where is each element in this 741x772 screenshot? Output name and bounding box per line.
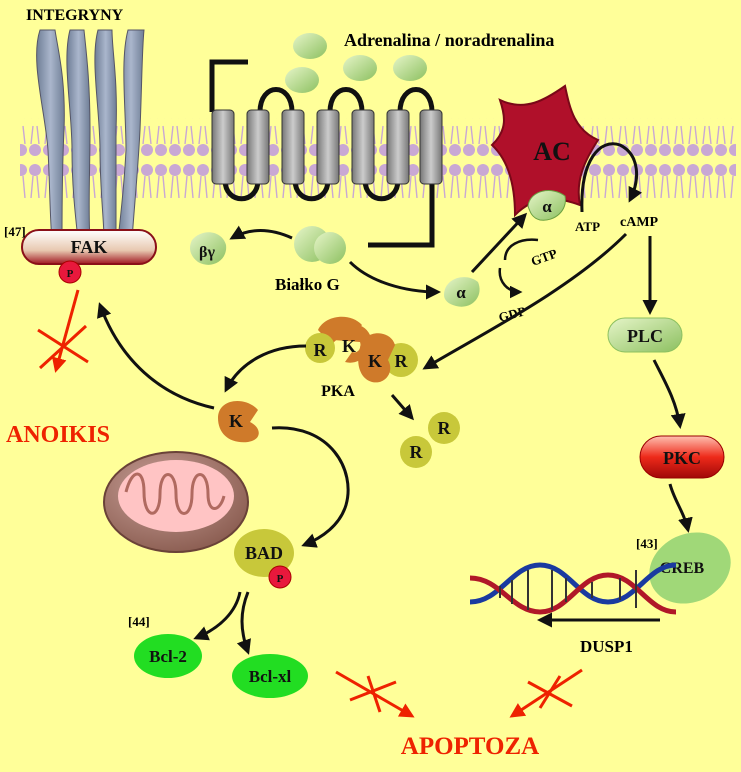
bcl2-label: Bcl-2 — [149, 647, 187, 666]
k-to-bad-arrow — [271, 426, 350, 548]
camp-to-pka-arrow — [422, 232, 628, 370]
bad-to-bcl2-arrow — [193, 591, 242, 641]
alpha-subunit-free: α — [444, 277, 480, 307]
pka-k1-label: K — [342, 336, 356, 356]
k-to-fak-arrow — [97, 302, 215, 410]
free-regulatory-subunits: R R — [400, 412, 460, 468]
pka-r2-label: R — [395, 351, 409, 371]
g-protein-label: Białko G — [275, 275, 340, 294]
dna-helix — [469, 562, 677, 615]
plc-node: PLC — [607, 317, 683, 353]
apoptosis-inhibition-left — [335, 670, 415, 718]
alpha-to-ac-arrow — [470, 212, 528, 274]
anoikis-inhibition-mark — [37, 289, 89, 373]
adenylyl-cyclase: AC — [490, 84, 600, 218]
pka-k2-label: K — [368, 351, 382, 371]
dusp1-label: DUSP1 — [580, 637, 633, 656]
g-protein — [294, 226, 346, 264]
pka-label: PKA — [321, 383, 355, 400]
bcl2-node: Bcl-2 — [134, 634, 202, 678]
fak-node: FAK — [21, 229, 157, 265]
bad-label: BAD — [245, 543, 283, 563]
pka-r1-label: R — [314, 340, 328, 360]
fak-reference: [47] — [4, 224, 26, 239]
beta-gamma-subunit: βγ — [190, 232, 227, 265]
pkc-to-creb-arrow — [668, 483, 693, 533]
camp-label: cAMP — [620, 215, 659, 230]
bcl-reference: [44] — [128, 614, 150, 629]
gdp-label: GDP — [497, 303, 527, 325]
free-k-label: K — [229, 411, 243, 431]
gprotein-to-alpha-arrow — [348, 260, 441, 300]
free-r1-label: R — [438, 418, 452, 438]
adrenaline-molecules — [285, 33, 427, 93]
pka-to-free-r-arrow — [390, 394, 414, 421]
anoikis-label: ANOIKIS — [6, 422, 110, 448]
bclxl-node: Bcl-xl — [232, 654, 308, 698]
free-kinase-subunit: K — [218, 400, 259, 443]
atp-label: ATP — [575, 219, 600, 234]
alpha-subunit-bound: α — [527, 190, 566, 221]
plc-label: PLC — [627, 326, 663, 346]
beta-adrenergic-receptor — [209, 59, 443, 248]
gprotein-to-betagamma-arrow — [229, 225, 293, 240]
creb-reference: [43] — [636, 536, 658, 551]
fak-phospho-badge: P — [58, 260, 82, 284]
alpha-free-label: α — [456, 283, 466, 302]
free-r2-label: R — [410, 442, 424, 462]
bclxl-label: Bcl-xl — [249, 667, 292, 686]
integrins-label: INTEGRYNY — [26, 7, 124, 24]
apoptosis-inhibition-right — [509, 668, 583, 718]
pkc-node: PKC — [639, 435, 725, 479]
apoptosis-label: APOPTOZA — [401, 733, 539, 760]
fak-label: FAK — [71, 237, 108, 257]
pka-complex: R K K R — [305, 316, 418, 383]
pka-to-k-arrow — [224, 344, 307, 393]
beta-gamma-label: βγ — [199, 244, 215, 261]
ligand-label: Adrenalina / noradrenalina — [344, 30, 554, 50]
pkc-label: PKC — [663, 448, 701, 468]
fak-phospho-label: P — [67, 268, 74, 280]
alpha-bound-label: α — [542, 197, 552, 216]
bad-phospho-label: P — [277, 573, 284, 585]
bad-phospho-badge: P — [268, 565, 292, 589]
gtp-gdp-exchange-arrow — [498, 238, 539, 292]
plc-to-pkc-arrow — [652, 359, 686, 429]
ac-label: AC — [533, 137, 571, 166]
atp-to-camp-arrow — [580, 142, 643, 213]
bad-node: BAD — [234, 529, 294, 577]
mitochondrion — [103, 451, 249, 553]
bad-to-bclxl-arrow — [236, 591, 251, 655]
